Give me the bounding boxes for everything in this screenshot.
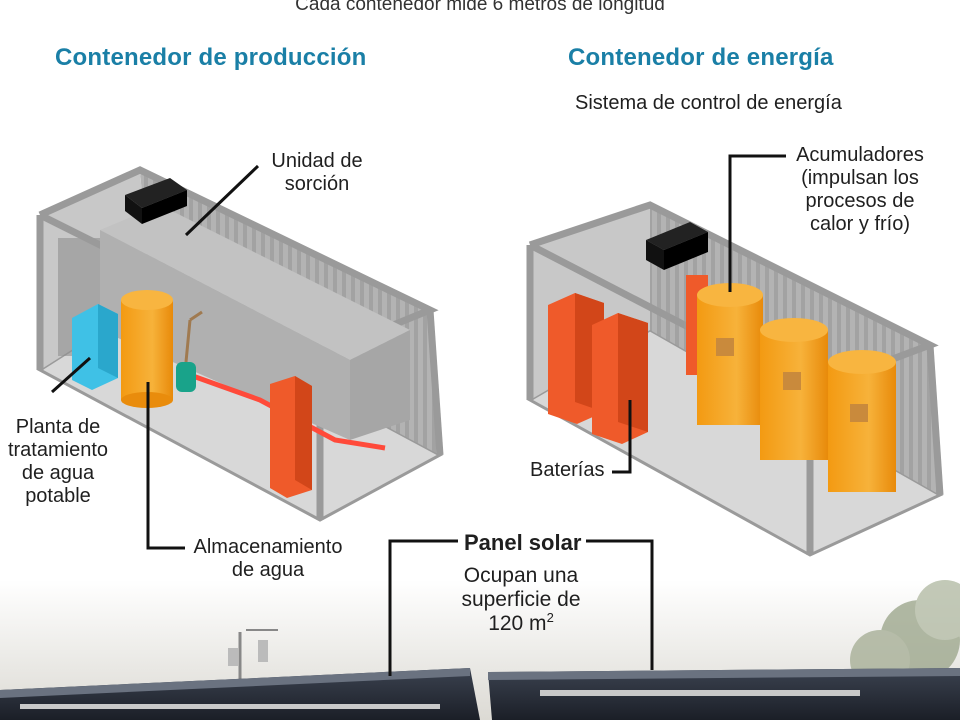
water-storage-label: Almacenamiento de agua bbox=[193, 536, 343, 581]
solar-area-text: Ocupan una superficie de 120 m bbox=[461, 564, 581, 636]
energy-control-system-label: Sistema de control de energía bbox=[575, 92, 842, 114]
solar-panels bbox=[0, 629, 960, 720]
leader-sorption bbox=[184, 164, 260, 237]
water-treatment-label: Planta de tratamiento de agua potable bbox=[7, 416, 109, 507]
energy-container bbox=[526, 201, 944, 557]
solar-panel-title: Panel solar bbox=[464, 530, 582, 555]
accumulators-label: Acumuladores (impulsan los procesos de c… bbox=[796, 144, 924, 235]
leader-solar-right bbox=[586, 539, 654, 670]
batteries-label: Baterías bbox=[530, 459, 605, 481]
production-container bbox=[36, 166, 444, 522]
production-container-title: Contenedor de producción bbox=[55, 44, 367, 71]
leader-treatment bbox=[50, 356, 92, 394]
solar-panel-description: Ocupan una superficie de 120 m2 bbox=[450, 564, 592, 636]
leader-accumulators bbox=[728, 154, 786, 292]
solar-area-unit-exponent: 2 bbox=[546, 610, 554, 626]
energy-container-title: Contenedor de energía bbox=[568, 44, 834, 71]
leader-storage bbox=[146, 382, 185, 550]
sorption-unit-label: Unidad de sorción bbox=[271, 150, 363, 195]
leader-batteries bbox=[612, 400, 632, 474]
leader-lines bbox=[50, 154, 786, 676]
leader-solar-left bbox=[388, 539, 458, 676]
container-size-note: Cada contenedor mide 6 metros de longitu… bbox=[295, 0, 665, 15]
